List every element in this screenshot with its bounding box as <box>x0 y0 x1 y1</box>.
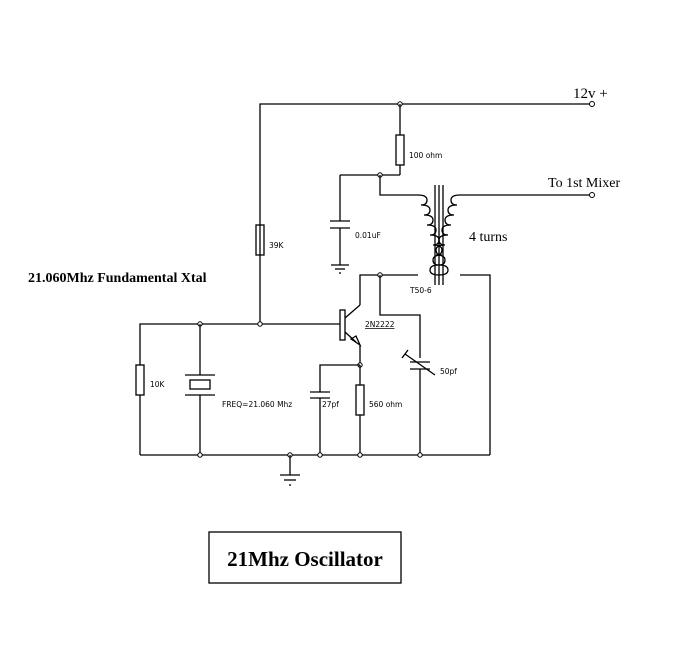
transformer-core-icon <box>434 185 444 285</box>
capacitor-27pf-label: 27pf <box>322 400 339 409</box>
crystal-icon <box>185 324 215 455</box>
transformer-secondary-coil-icon <box>429 194 461 276</box>
crystal-label: FREQ=21.060 Mhz <box>222 400 292 409</box>
capacitor-0-01uf-label: 0.01uF <box>355 231 381 240</box>
capacitor-0-01uf <box>330 175 350 265</box>
resistor-39k-label: 39K <box>269 241 285 250</box>
trimmer-capacitor-label: 50pf <box>440 367 457 376</box>
output-terminal[interactable] <box>589 192 595 198</box>
title-box <box>208 531 402 584</box>
transistor-label: 2N2222 <box>365 320 395 329</box>
resistor-560-ohm <box>355 365 365 455</box>
resistor-10k <box>135 364 145 455</box>
transformer-primary-coil-icon <box>417 194 449 276</box>
junction-ground-27pf <box>317 452 323 458</box>
trimmer-capacitor-50pf <box>401 349 436 455</box>
output-terminal-label: To 1st Mixer <box>548 176 620 191</box>
supply-terminal-label: 12v + <box>573 86 608 102</box>
resistor-39k <box>255 224 265 256</box>
junction-ground-trimmer <box>417 452 423 458</box>
transistor-npn-icon <box>339 304 362 365</box>
diagram-title: 21Mhz Oscillator <box>227 547 383 571</box>
junction-ground-crystal <box>197 452 203 458</box>
supply-rail <box>259 103 592 324</box>
junction-ground-560 <box>357 452 363 458</box>
crystal-description: 21.060Mhz Fundamental Xtal <box>28 271 207 286</box>
junction-base-bias <box>257 321 263 327</box>
supply-terminal[interactable] <box>589 101 595 107</box>
transformer-core-label: T50-6 <box>409 286 432 295</box>
ground-icon <box>280 455 300 486</box>
capacitor-27pf <box>310 391 330 455</box>
ground-icon <box>331 264 349 274</box>
resistor-560-ohm-label: 560 ohm <box>369 400 402 409</box>
secondary-turns-label: 4 turns <box>469 230 508 245</box>
resistor-100-ohm-label: 100 ohm <box>409 151 442 160</box>
resistor-10k-label: 10K <box>150 380 166 389</box>
resistor-100-ohm <box>395 104 405 175</box>
